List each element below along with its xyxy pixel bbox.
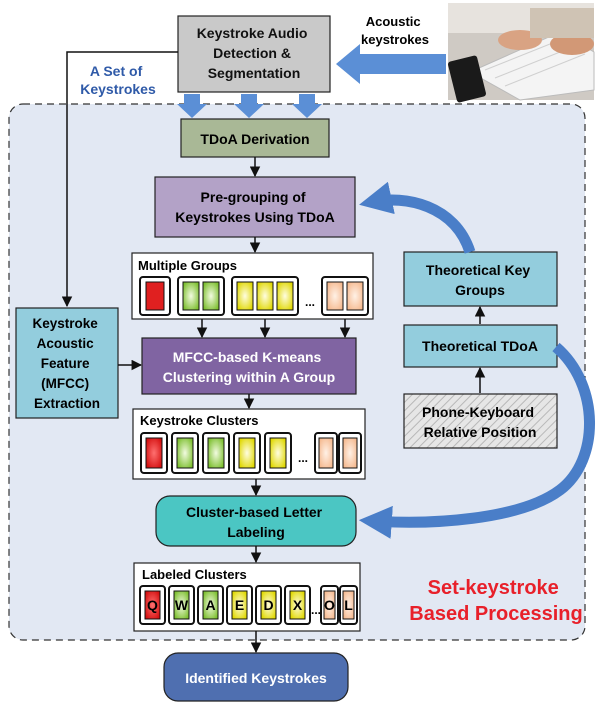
svg-text:...: ... [298,451,308,465]
svg-text:L: L [344,597,353,613]
svg-text:X: X [293,597,303,613]
svg-text:Labeled Clusters: Labeled Clusters [142,567,247,582]
tdoa-to-labeling-arrow [358,342,595,539]
theoretical-tdoa-box: Theoretical TDoA [403,324,558,368]
svg-text:Keystroke Audio Detectio: Keystroke Audio Detection & Segmentation [197,25,312,81]
phone-keyboard-position-box: Phone-Keyboard Relative Position [403,393,558,449]
svg-text:Multiple Groups: Multiple Groups [138,258,237,273]
svg-text:Pre-grouping of Keystrok: Pre-grouping of Keystrokes Using TDoA [175,189,334,225]
svg-text:Keystroke Clusters: Keystroke Clusters [140,413,259,428]
svg-text:...: ... [311,603,321,617]
keystroke-clusters-panel: Keystroke Clusters ... [132,408,366,480]
svg-text:Cluster-based Letter Lab: Cluster-based Letter Labeling [186,504,326,540]
processing-label: Set-keystroke Based Processing [409,577,582,625]
acoustic-label: Acoustic keystrokes [361,14,429,47]
segment-arrows [177,94,322,118]
svg-text:Theoretical Key Groups: Theoretical Key Groups [426,262,534,298]
key-groups-feedback-arrow [359,181,476,254]
svg-text:Theoretical TDoA: Theoretical TDoA [422,338,538,354]
tdoa-derivation-box: TDoA Derivation [180,118,330,158]
svg-text:D: D [263,597,273,613]
svg-text:Phone-Keyboard Relative: Phone-Keyboard Relative Position [422,404,538,440]
feature-feed-line [61,51,178,308]
detection-box: Keystroke Audio Detection & Segmentation [177,15,331,93]
letter-labeling-box: Cluster-based Letter Labeling [155,495,357,547]
svg-text:TDoA Derivation: TDoA Derivation [200,131,309,147]
svg-text:E: E [235,597,244,613]
acoustic-input-arrow [336,44,446,84]
feature-extraction-box: Keystroke Acoustic Feature (MFCC) Extrac… [15,307,119,419]
svg-text:A: A [205,597,215,613]
hands-typing-photo [448,3,595,103]
svg-text:...: ... [305,295,315,309]
svg-text:W: W [175,597,189,613]
svg-text:Keystroke Acoustic: Keystroke Acoustic Feature (MFCC) Extrac… [32,316,101,411]
mfcc-clustering-box: MFCC-based K-means Clustering within A G… [141,337,357,395]
identified-keystrokes-box: Identified Keystrokes [163,652,349,702]
pregrouping-box: Pre-grouping of Keystrokes Using TDoA [154,176,356,238]
theoretical-key-groups-box: Theoretical Key Groups [403,251,558,307]
svg-text:Q: Q [147,597,158,613]
set-of-keystrokes-label: A Set of Keystrokes [80,63,156,97]
multiple-groups-panel: Multiple Groups ... [131,252,374,320]
labeled-clusters-panel: Labeled Clusters Q W A E D X ... O [133,562,361,632]
svg-text:Identified Keystrokes: Identified Keystrokes [185,670,327,686]
svg-text:O: O [324,597,335,613]
svg-text:MFCC-based K-means Clust: MFCC-based K-means Clustering within A G… [163,349,335,385]
